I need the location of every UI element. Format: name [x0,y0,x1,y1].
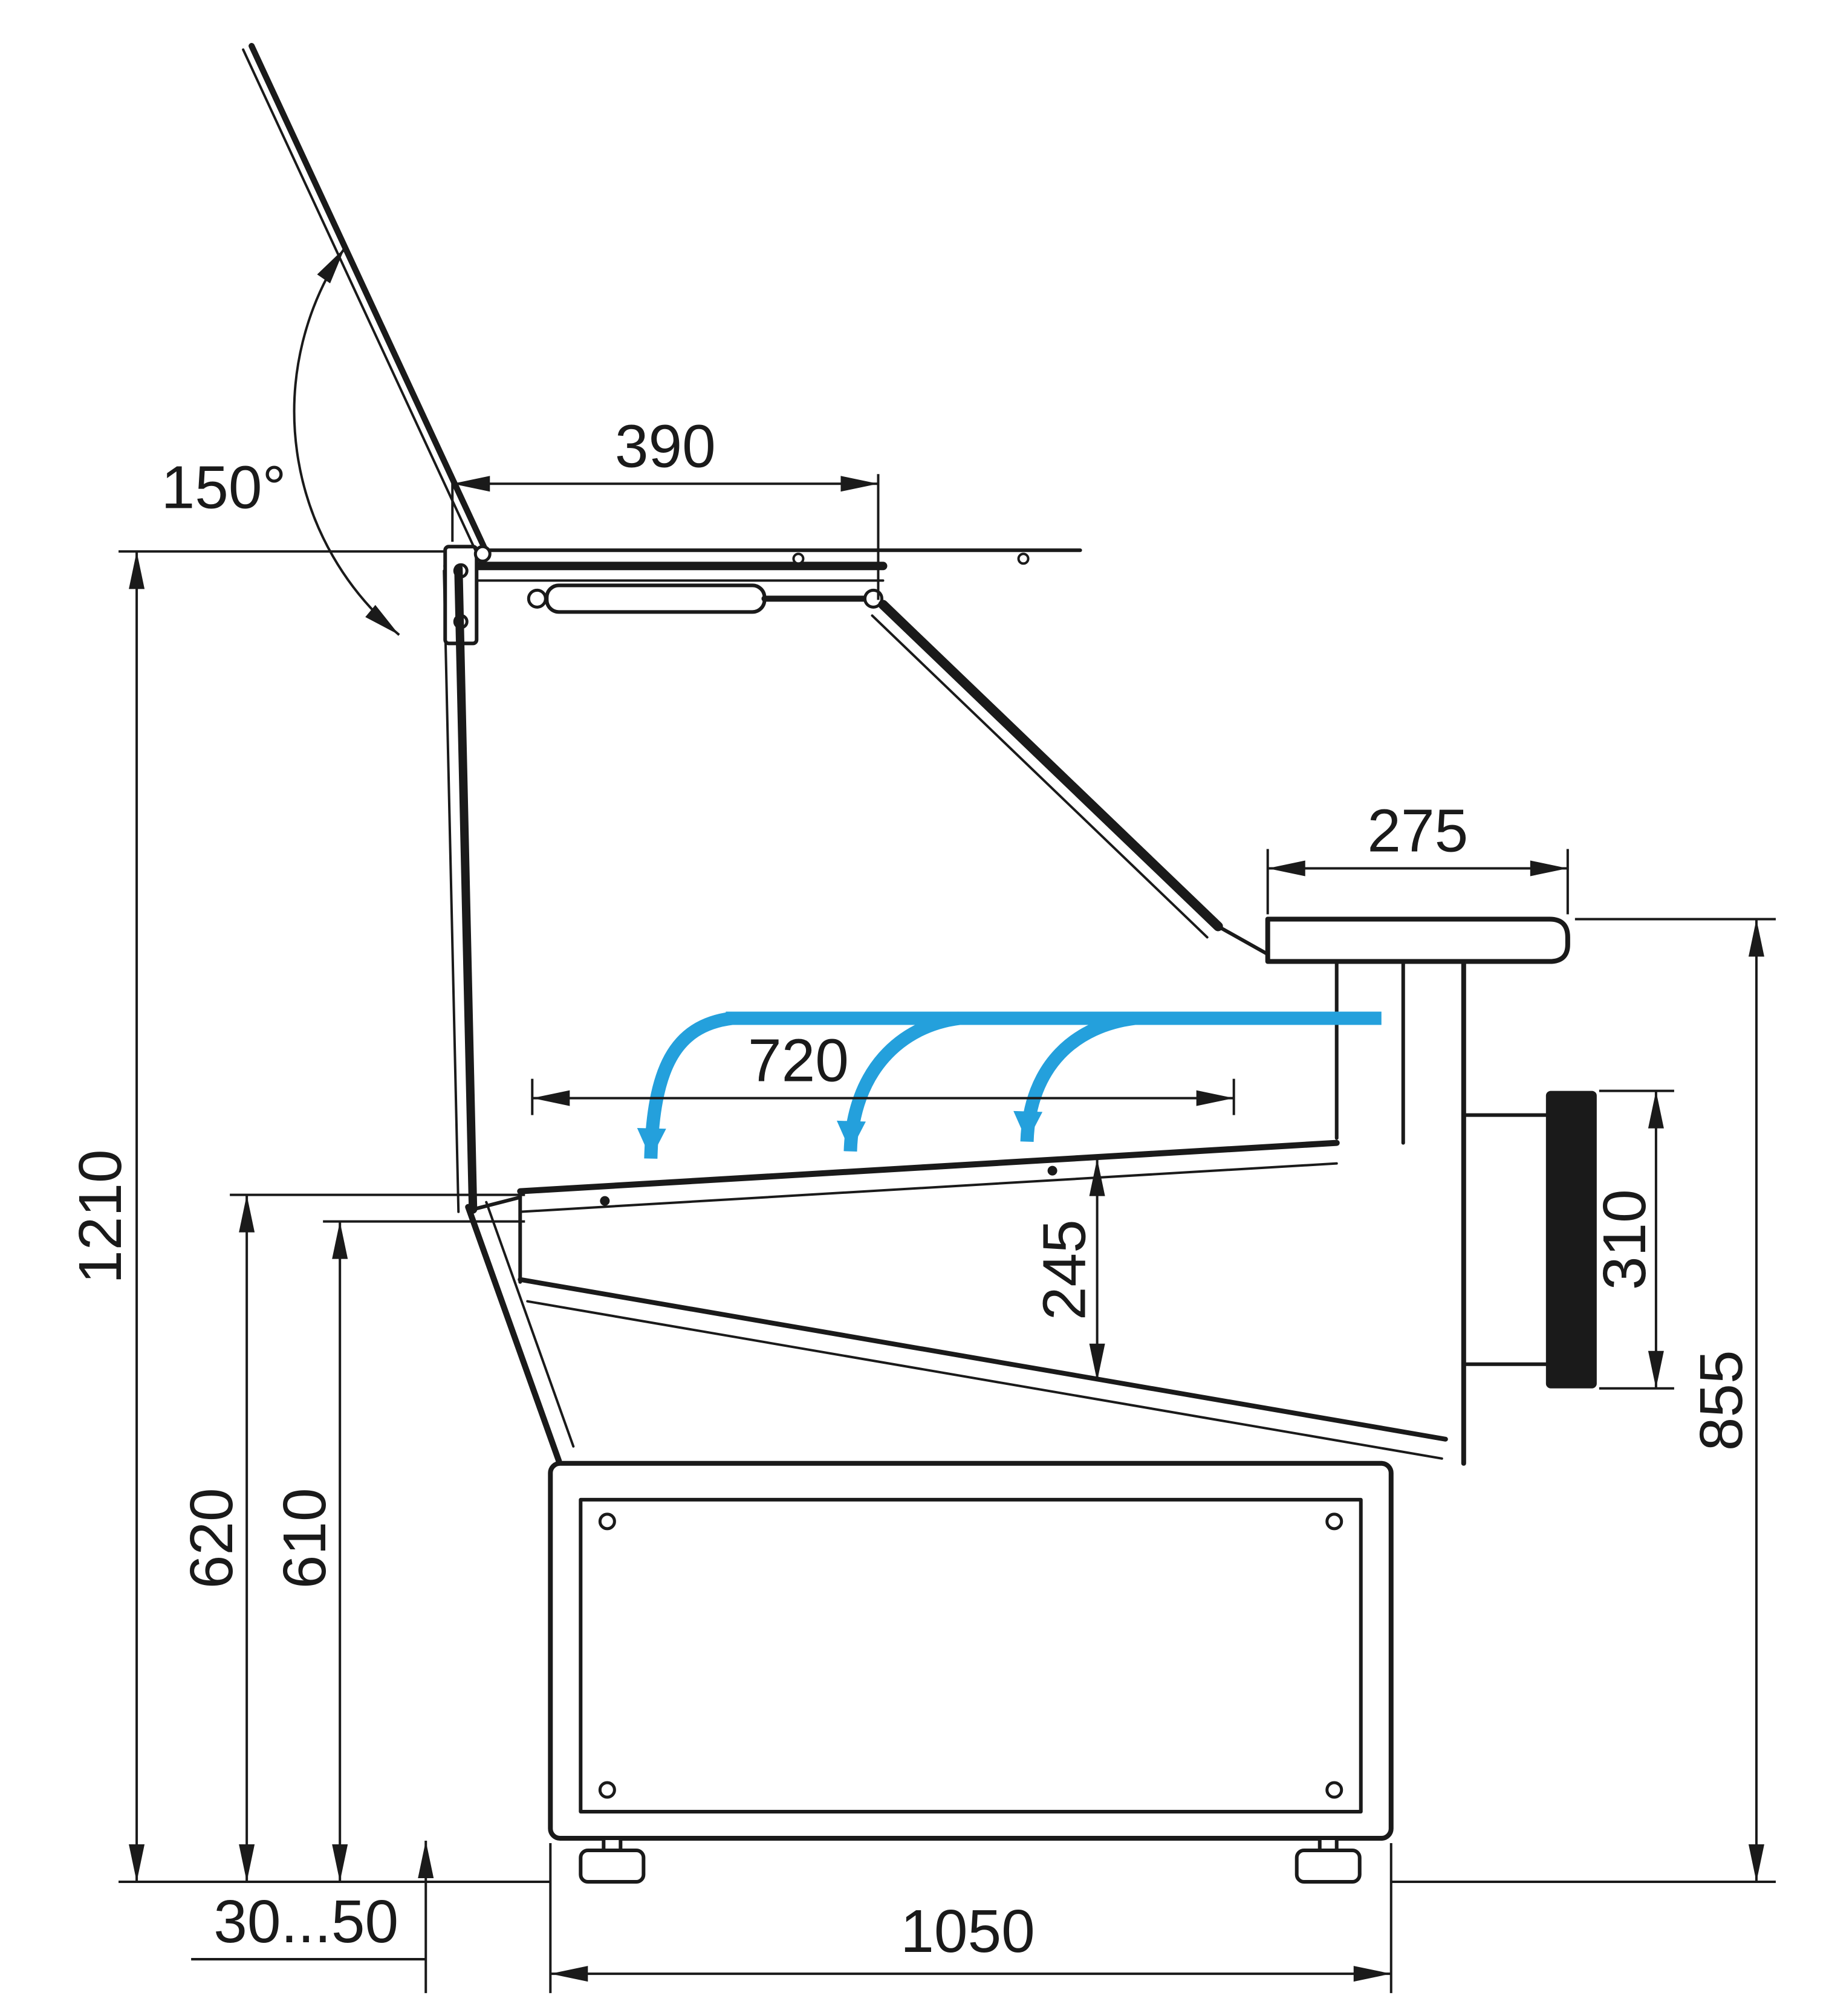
gas-strut-body [545,583,767,614]
base-compartment-panel [579,1497,1363,1813]
adjustable-foot [1295,1849,1362,1884]
dim-label-390: 390 [615,412,716,480]
screw-icon [1017,553,1030,565]
open-lid-glass [249,43,487,550]
adjustable-foot [579,1849,646,1884]
lid-hinge-icon [473,545,492,563]
dim-label-275: 275 [1367,797,1468,864]
angle-arc [293,247,400,636]
dimension-labels: 150° 390 275 720 1210 620 610 245 310 85… [67,412,1755,1965]
dim-label-1210: 1210 [67,1149,134,1284]
rear-counter-shelf [1265,916,1570,964]
airflow-curve-middle [836,1011,960,1152]
front-glass-inner [443,569,460,1213]
base-bolt-icon [598,1781,616,1799]
screw-icon [792,553,805,565]
display-deck [517,1139,1340,1194]
dim-label-610: 610 [271,1488,339,1589]
front-glass [454,564,478,1214]
well-bottom [518,1277,1448,1442]
base-bolt-icon [1325,1512,1343,1531]
dim-label-245: 245 [1031,1219,1099,1320]
glass-shelf-connector [1216,924,1270,956]
strut-mount-icon [527,588,547,609]
dim-label-310: 310 [1591,1189,1658,1290]
dim-label-620: 620 [178,1488,245,1589]
deck-screw-icon [600,1196,610,1206]
dim-label-1050: 1050 [900,1898,1035,1965]
front-lower-panel-inner [485,1201,575,1448]
dim-label-855: 855 [1688,1350,1755,1451]
deck-front-connector [471,1195,522,1211]
display-deck-inner [519,1162,1338,1213]
base-bolt-icon [1325,1781,1343,1799]
rear-panel-bar [1545,1091,1597,1389]
well-bottom-inner [526,1300,1443,1460]
base-bolt-icon [598,1512,616,1531]
front-lower-panel [465,1204,562,1464]
display-case-outline [242,43,1597,1884]
rear-slanted-glass [878,600,1223,932]
airflow-curve-front [637,1011,733,1159]
dimension-lines [119,247,1776,1994]
deck-screw-icon [1047,1165,1057,1176]
dim-label-720: 720 [748,1027,849,1095]
dim-label-angle: 150° [161,453,287,521]
airflow-curve-rear [1013,1011,1136,1142]
airflow-arrows [637,1011,1382,1159]
dim-label-30-50: 30...50 [213,1888,398,1956]
rear-slanted-glass-inner [871,614,1209,939]
base-compartment [548,1460,1394,1841]
